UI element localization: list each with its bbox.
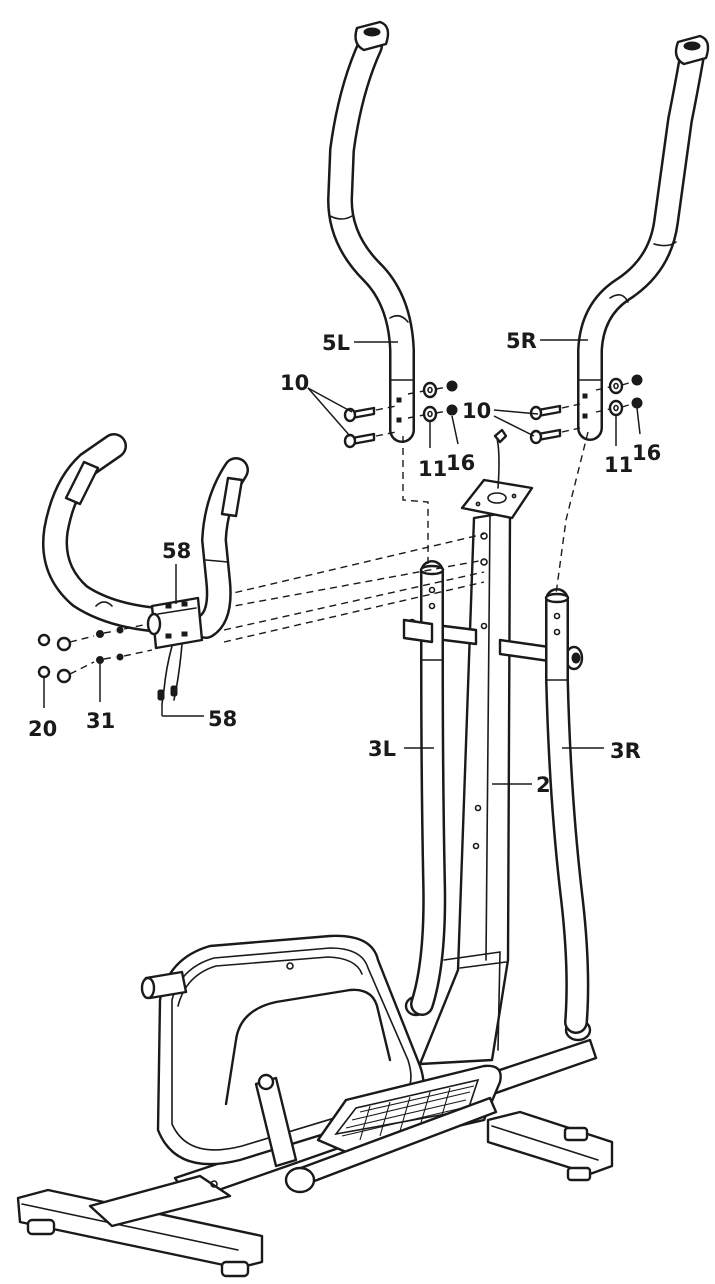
hardware-front — [37, 623, 153, 684]
callout-3L: 3L — [368, 737, 396, 761]
callout-3R: 3R — [610, 739, 641, 763]
callout-5L: 5L — [322, 331, 350, 355]
callout-10-left: 10 — [280, 371, 309, 395]
callout-2: 2 — [536, 773, 551, 797]
upright-post — [418, 428, 534, 1066]
callout-11-left: 11 — [418, 457, 447, 481]
callout-10-right: 10 — [462, 399, 491, 423]
lower-arm-right — [544, 588, 590, 1034]
callout-58-bracket: 58 — [162, 539, 191, 563]
callout-5R: 5R — [506, 329, 537, 353]
foot-pedal — [284, 1064, 502, 1194]
hardware-left — [343, 380, 458, 449]
callout-31: 31 — [86, 709, 115, 733]
callout-20: 20 — [28, 717, 57, 741]
lower-arm-left — [402, 560, 447, 1016]
leader-lines — [43, 339, 641, 785]
callout-58-wire: 58 — [208, 707, 237, 731]
fixed-handlebar — [42, 433, 249, 705]
callout-labels: 5L 5R 10 10 11 16 11 16 58 58 20 31 3L 3… — [28, 329, 661, 797]
callout-16-right: 16 — [632, 441, 661, 465]
callout-11-right: 11 — [604, 453, 633, 477]
assembly-guides — [211, 431, 589, 643]
handlebar-left — [327, 20, 415, 443]
handlebar-right — [577, 34, 710, 441]
callout-16-left: 16 — [446, 451, 475, 475]
